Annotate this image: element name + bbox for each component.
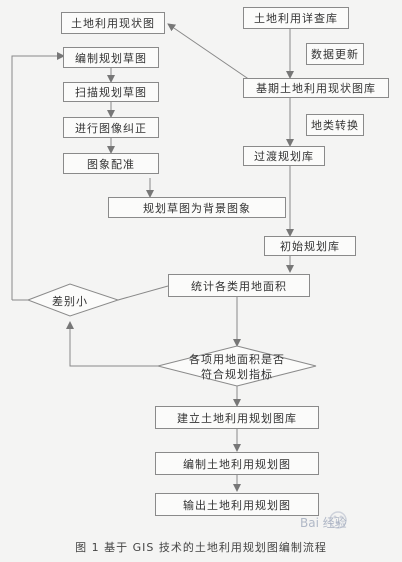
decision-diamond bbox=[157, 345, 317, 387]
box-initial-db: 初始规划库 bbox=[264, 236, 356, 256]
figure-caption: 图 1 基于 GIS 技术的土地利用规划图编制流程 bbox=[75, 541, 327, 554]
box-scan-draft: 扫描规划草图 bbox=[63, 82, 159, 102]
small-diff-label: 差别小 bbox=[52, 295, 88, 308]
box-base-db: 基期土地利用现状图库 bbox=[243, 78, 389, 98]
edge-label-data-update: 数据更新 bbox=[306, 43, 364, 65]
box-correction: 进行图像纠正 bbox=[63, 117, 159, 138]
box-build-db: 建立土地利用规划图库 bbox=[155, 406, 319, 429]
box-make-map: 编制土地利用规划图 bbox=[155, 452, 319, 475]
arrow-loop-to-draft bbox=[11, 52, 65, 300]
box-current-map: 土地利用现状图 bbox=[61, 12, 165, 34]
box-transition-db: 过渡规划库 bbox=[243, 146, 325, 166]
box-area-stats: 统计各类用地面积 bbox=[168, 274, 310, 297]
box-draft-map: 编制规划草图 bbox=[63, 47, 159, 68]
arrow-decision-to-smalldiff bbox=[66, 321, 160, 367]
box-detail-db: 土地利用详查库 bbox=[243, 7, 349, 29]
box-output-map: 输出土地利用规划图 bbox=[155, 493, 319, 516]
arrow-base-to-current bbox=[167, 23, 251, 81]
decision-label-line1: 各项用地面积是否 bbox=[189, 353, 285, 366]
decision-label-line2: 符合规划指标 bbox=[201, 368, 273, 381]
watermark-text: Bai 经验 bbox=[300, 516, 347, 530]
box-registration: 图象配准 bbox=[63, 153, 159, 174]
box-background: 规划草图为背景图象 bbox=[108, 197, 286, 218]
arrow-stats-to-smalldiff bbox=[117, 285, 169, 301]
edge-label-landclass-convert: 地类转换 bbox=[306, 114, 364, 136]
watermark-logo bbox=[329, 511, 347, 529]
small-diff-diamond bbox=[26, 283, 120, 317]
